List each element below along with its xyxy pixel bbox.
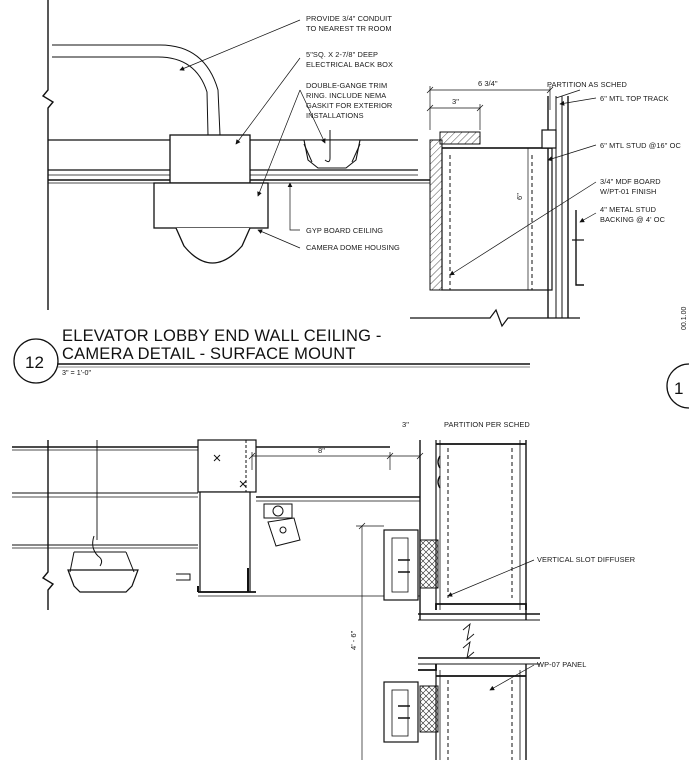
upper-leaders: [179, 19, 597, 276]
note-partition: PARTITION AS SCHED: [547, 80, 627, 89]
suspended-fixture: [67, 569, 139, 593]
lower-detail: [12, 439, 540, 760]
mdf-hatch: [429, 139, 443, 291]
stud-backing: [575, 210, 584, 286]
detail-number-bubble: [13, 338, 59, 384]
trim-ring: [303, 139, 361, 169]
note-backing-2: BACKING @ 4' OC: [600, 215, 666, 224]
next-detail-bubble: [666, 363, 689, 409]
note-trim-3: GASKIT FOR EXTERIOR: [306, 101, 392, 110]
title-block: 12 ELEVATOR LOBBY END WALL CEILING - CAM…: [13, 327, 689, 409]
dim-height: 6": [515, 193, 524, 200]
dim-partial: 3": [452, 97, 459, 106]
slot-diffuser: [383, 529, 439, 743]
lower-dimensions: [248, 452, 424, 760]
conduit-sweep-inner: [52, 56, 209, 136]
note-mdf-1: 3/4" MDF BOARD: [600, 177, 661, 186]
detail-title-line2: CAMERA DETAIL - SURFACE MOUNT: [62, 345, 356, 363]
dim-gap: 3": [402, 420, 409, 429]
note-backbox-2: ELECTRICAL BACK BOX: [306, 60, 393, 69]
upper-dimensions: [426, 86, 554, 290]
note-mdf-2: W/PT-01 FINISH: [600, 187, 656, 196]
upper-annotations: PROVIDE 3/4" CONDUIT TO NEAREST TR ROOM …: [306, 14, 688, 330]
note-dome-housing: CAMERA DOME HOUSING: [306, 243, 400, 252]
note-partition-per-sched: PARTITION PER SCHED: [444, 420, 530, 429]
note-backbox-1: 5"SQ. X 2-7/8" DEEP: [306, 50, 378, 59]
note-slot-diffuser: VERTICAL SLOT DIFFUSER: [537, 555, 635, 564]
note-trim-1: DOUBLE-GANGE TRIM: [306, 81, 387, 90]
note-conduit-1: PROVIDE 3/4" CONDUIT: [306, 14, 392, 23]
dim-soffit: 8": [318, 446, 325, 455]
note-trim-4: INSTALLATIONS: [306, 111, 364, 120]
camera-dome: [175, 227, 251, 264]
dim-lower-height: 4' - 6": [349, 630, 358, 650]
detail-scale: 3" = 1'-0": [62, 368, 92, 377]
lower-leaders: [447, 559, 535, 691]
note-panel: WP-07 PANEL: [537, 660, 586, 669]
note-mtl-stud: 6" MTL STUD @16" OC: [600, 141, 681, 150]
camera-housing: [153, 182, 269, 229]
dim-overall: 6 3/4": [478, 79, 498, 88]
note-top-track: 6" MTL TOP TRACK: [600, 94, 669, 103]
note-trim-2: RING. INCLUDE NEMA: [306, 91, 386, 100]
side-marks: 00.1.00: [681, 307, 688, 330]
soffit-block: [197, 439, 257, 493]
lower-left-break: [41, 440, 55, 610]
surface-camera: [263, 503, 301, 547]
next-detail-number: 1: [674, 379, 683, 398]
upper-detail: [41, 0, 597, 328]
left-break-line: [41, 0, 55, 310]
note-conduit-2: TO NEAREST TR ROOM: [306, 24, 392, 33]
detail-number: 12: [25, 353, 44, 372]
detail-title-line1: ELEVATOR LOBBY END WALL CEILING -: [62, 327, 382, 345]
note-gyp-ceiling: GYP BOARD CEILING: [306, 226, 383, 235]
electrical-back-box: [169, 134, 251, 184]
lower-annotations: PARTITION PER SCHED VERTICAL SLOT DIFFUS…: [318, 420, 635, 669]
note-backing-1: 4" METAL STUD: [600, 205, 656, 214]
lower-partition: [418, 440, 540, 760]
conduit-sweep: [52, 44, 221, 136]
